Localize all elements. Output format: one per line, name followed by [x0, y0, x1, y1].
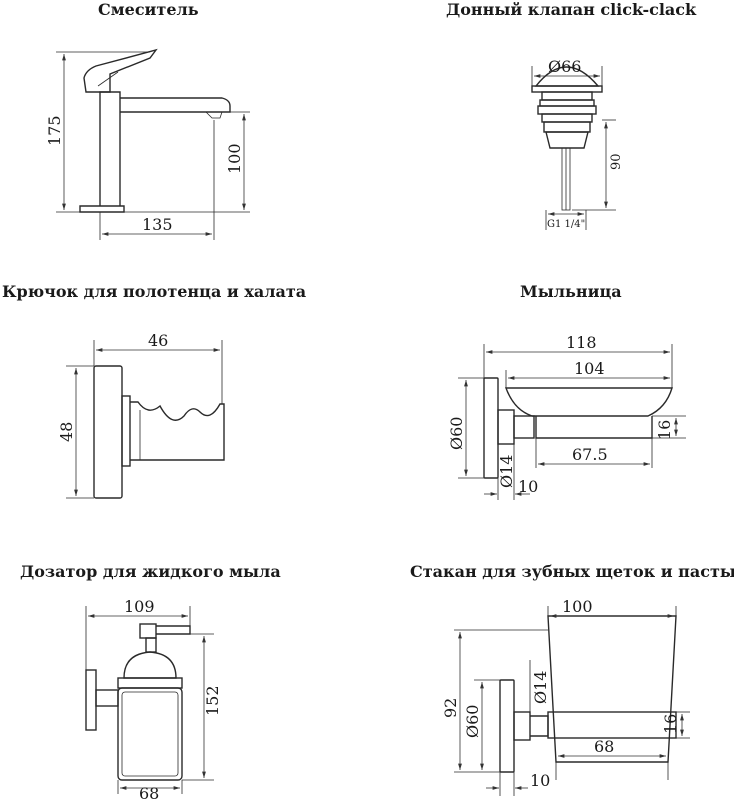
- dispenser-drawing: [85, 623, 191, 781]
- drain-title: Донный клапан click-clack: [446, 0, 697, 19]
- hook-height-label: 48: [57, 422, 76, 442]
- tumbler-offset-label: 10: [530, 771, 550, 790]
- faucet-spout-label: 100: [225, 143, 244, 174]
- faucet-dimensions: 175 100 135: [45, 51, 250, 240]
- tumbler-cup-label: 68: [594, 737, 614, 756]
- drain-diameter-label: Ø66: [548, 57, 581, 76]
- soap-rod-label: Ø14: [497, 455, 516, 488]
- drain-dimensions: Ø66 90 G1 1/4": [531, 57, 624, 230]
- tumbler-dimensions: 100 92 Ø60 Ø14 16 68 10: [441, 597, 690, 796]
- dispenser-bottle-label: 68: [139, 784, 159, 800]
- tumbler-width-label: 100: [562, 597, 593, 616]
- soap-dish-label: 104: [574, 359, 605, 378]
- hook-dimensions: 46 48: [57, 331, 223, 499]
- tumbler-drawing: [499, 615, 677, 773]
- hook-drawing: [93, 365, 225, 499]
- dispenser-width-label: 109: [124, 597, 155, 616]
- soap-total-label: 118: [566, 333, 597, 352]
- hook-title: Крючок для полотенца и халата: [2, 282, 307, 301]
- drain-thread-label: G1 1/4": [547, 219, 585, 230]
- dispenser-title: Дозатор для жидкого мыла: [20, 562, 281, 581]
- soap-inner-label: 67.5: [572, 445, 608, 464]
- tumbler-height-label: 92: [441, 698, 460, 718]
- soap-flange-label: Ø60: [447, 417, 466, 450]
- drain-drawing: [531, 66, 603, 211]
- tumbler-rod-label: Ø14: [531, 671, 550, 704]
- dispenser-height-label: 152: [203, 685, 222, 716]
- faucet-reach-label: 135: [142, 215, 173, 234]
- tumbler-title: Стакан для зубных щеток и пасты: [410, 562, 734, 581]
- faucet-title: Смеситель: [98, 0, 199, 19]
- faucet-height-label: 175: [45, 115, 64, 146]
- soap-dish-drawing: [483, 377, 673, 479]
- drain-height-label: 90: [609, 153, 624, 170]
- tumbler-depth-label: 16: [661, 714, 680, 734]
- soap-dish-dimensions: 118 104 67.5 16 Ø60 Ø14 10: [447, 333, 686, 500]
- soap-dish-title: Мыльница: [520, 282, 622, 301]
- soap-depth-label: 16: [655, 420, 674, 440]
- tumbler-flange-label: Ø60: [463, 705, 482, 738]
- faucet-drawing: [79, 48, 231, 213]
- soap-offset-label: 10: [518, 477, 538, 496]
- dispenser-dimensions: 109 152 68: [85, 597, 222, 800]
- hook-width-label: 46: [148, 331, 168, 350]
